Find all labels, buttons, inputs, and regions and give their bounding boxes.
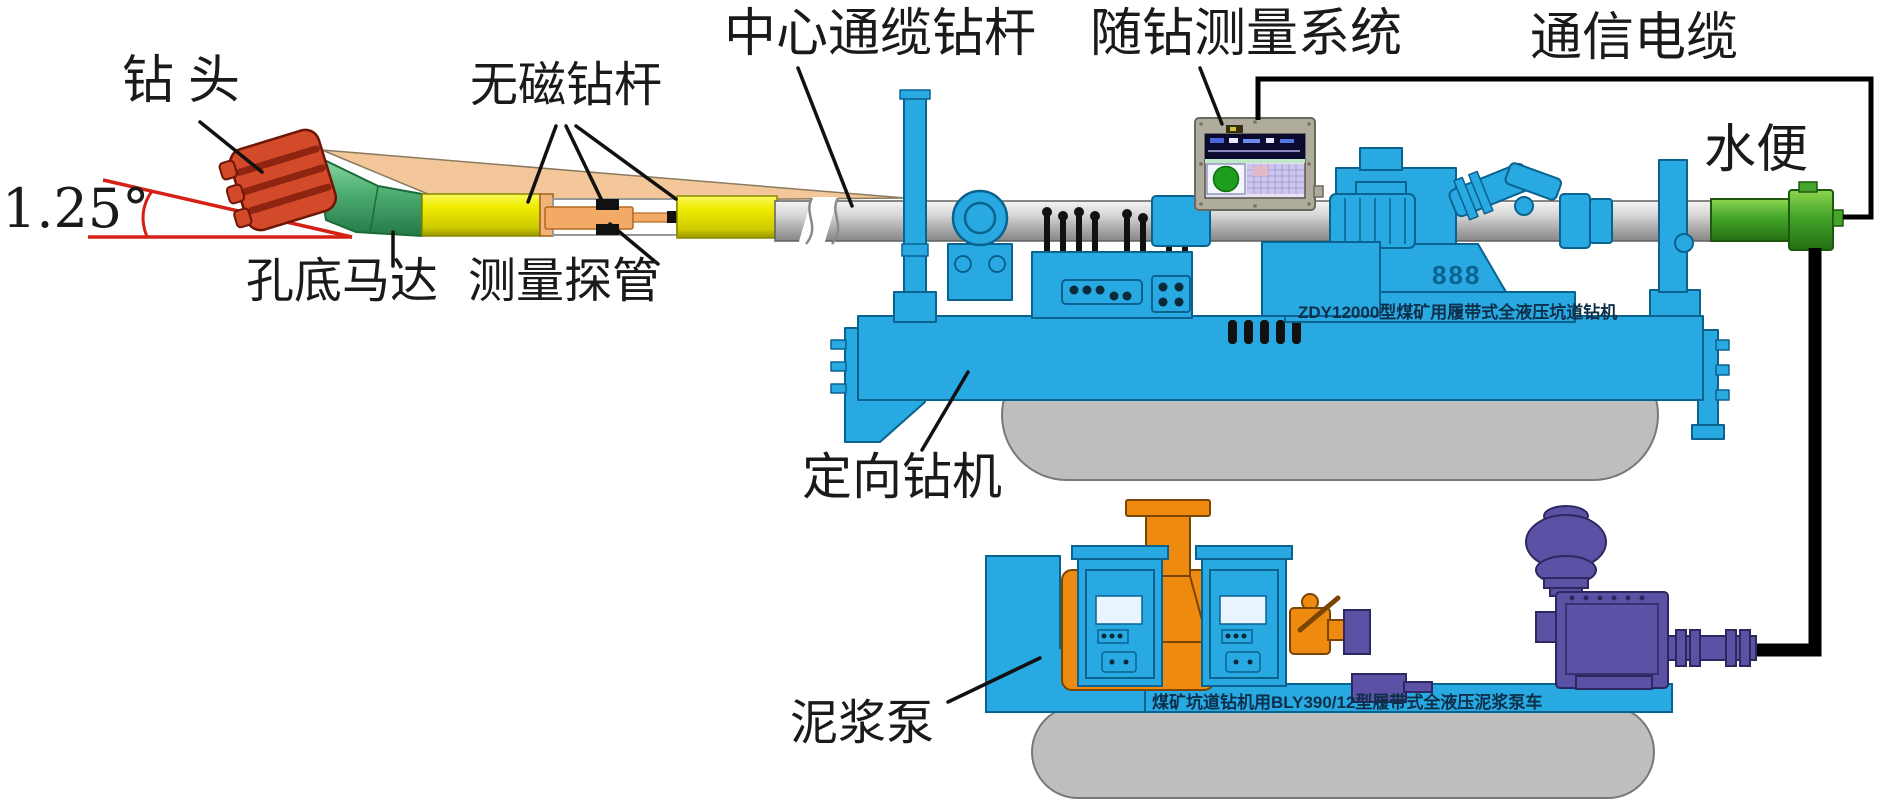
mwd-monitor: [1194, 117, 1324, 211]
label-drill-bit: 钻头: [122, 52, 255, 110]
label-survey-probe: 测量探管: [468, 255, 661, 308]
label-directional-rig: 定向钻机: [802, 449, 1002, 505]
pipe-clamp: [951, 189, 1009, 247]
pointer-mwd: [1198, 66, 1224, 126]
pump-cabinet-2: [1195, 545, 1293, 687]
drill-bit: [218, 128, 338, 232]
communication-cable: [1255, 76, 1874, 220]
pointer-mud-pump: [946, 656, 1042, 704]
rig-front-post: [903, 95, 927, 323]
monitor-pedestal: [1261, 241, 1381, 317]
cabinet-display: [1219, 595, 1267, 625]
mud-pump-unit: [1343, 505, 1757, 703]
bolt-pattern-right: 888: [1432, 260, 1481, 290]
directional-drill-rig: 888 888 ZDY12000型煤矿用履带式全液压坑道钻机: [830, 89, 1730, 481]
pointer-drill-bit: [198, 120, 264, 174]
centralizer-bottom: [596, 224, 619, 235]
rig-chuck: [1329, 193, 1416, 249]
pointer-nonmag-center: [564, 124, 606, 207]
label-nonmag-pipe: 无磁钻杆: [470, 59, 663, 112]
mud-hose: [1756, 248, 1822, 657]
pump-crawler-track: [1031, 705, 1655, 799]
water-swivel: [1710, 181, 1844, 251]
rig-rear-post: [1658, 159, 1688, 293]
pointer-directional-rig: [920, 370, 970, 452]
label-angle: 1.25°: [2, 177, 150, 240]
rig-model-label: ZDY12000型煤矿用履带式全液压坑道钻机: [1298, 302, 1617, 322]
label-mwd-system: 随钻测量系统: [1090, 5, 1403, 63]
nonmag-drill-pipe-left: [421, 193, 541, 237]
nonmag-drill-pipe-right: [676, 195, 778, 239]
pointer-survey-probe: [608, 222, 660, 266]
label-mud-pump: 泥浆泵: [790, 697, 935, 750]
label-center-cable-pipe: 中心通缆钻杆: [724, 5, 1037, 63]
pointer-lines: [198, 66, 1224, 704]
pipe-break-symbol: [798, 197, 838, 245]
pointer-nonmag-right: [574, 124, 678, 201]
probe-tip: [667, 211, 678, 223]
inclination-angle-marks: [88, 178, 353, 239]
label-water-swivel: 水便: [1704, 121, 1809, 179]
survey-probe-rod: [632, 212, 670, 223]
probe-housing: [544, 198, 678, 236]
survey-probe-body: [544, 206, 634, 230]
pump-cabinet-1: [1071, 545, 1169, 687]
pump-valve: [1289, 593, 1347, 655]
label-comm-cable: 通信电缆: [1530, 9, 1739, 67]
pointer-center-cable-pipe: [796, 66, 854, 208]
centralizer-top: [596, 199, 619, 210]
cabinet-display: [1095, 595, 1143, 625]
rig-gauge-row: [1228, 320, 1301, 344]
mud-pump-truck: 煤矿坑道钻机用BLY390/12型履带式全液压泥浆泵车: [985, 499, 1757, 799]
pointer-nonmag-left: [526, 124, 558, 204]
screen-compass-dial: [1212, 165, 1240, 193]
clamp-mount: [947, 243, 1013, 301]
rig-control-console: [1031, 207, 1193, 319]
angle-arc: [141, 190, 154, 238]
pump-model-label: 煤矿坑道钻机用BLY390/12型履带式全液压泥浆泵车: [1152, 692, 1542, 712]
label-downhole-motor: 孔底马达: [246, 255, 439, 308]
